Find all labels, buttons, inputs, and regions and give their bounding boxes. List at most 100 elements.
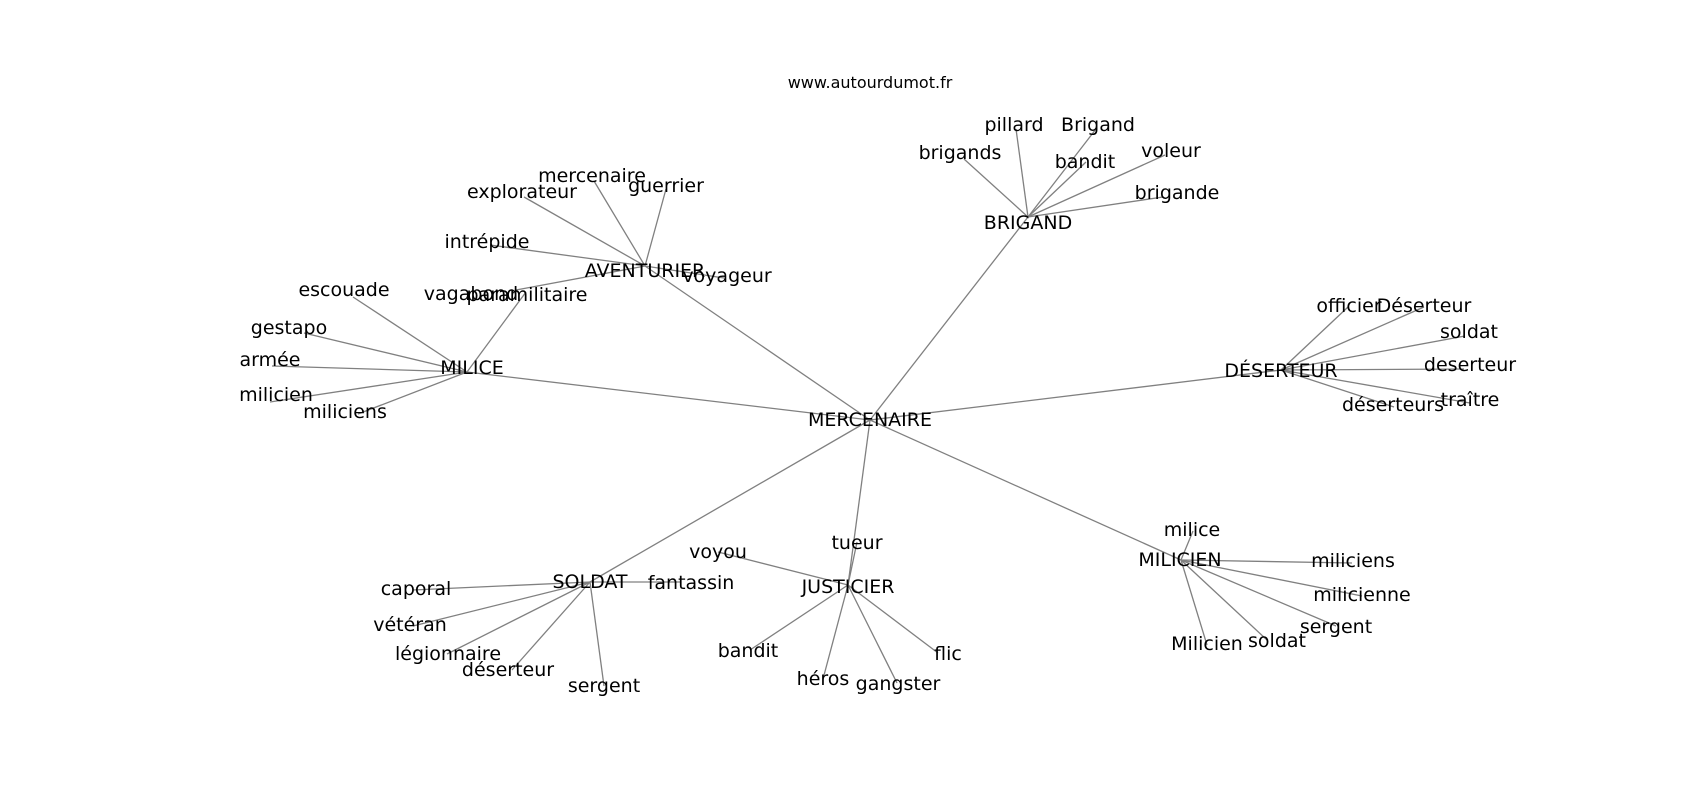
hub-label: JUSTICIER: [801, 576, 895, 598]
edge-hub-to-word: [1015, 128, 1029, 218]
edge-center-to-hub: [869, 216, 1029, 421]
word-label: mercenaire: [538, 165, 646, 187]
edge-hub-to-word: [1180, 559, 1208, 646]
edge-hub-to-word: [523, 196, 646, 267]
edge-hub-to-word: [1280, 369, 1471, 404]
edge-hub-to-word: [1180, 530, 1194, 561]
word-label: intrépide: [445, 231, 530, 253]
edge-hub-to-word: [1280, 306, 1425, 371]
edge-hub-to-word: [1280, 335, 1466, 371]
edge-hub-to-word: [847, 584, 939, 654]
word-label: déserteur: [462, 659, 554, 681]
edge-hub-to-word: [1027, 196, 1164, 218]
word-label: paramilitaire: [467, 284, 588, 306]
edge-hub-to-word: [352, 296, 468, 373]
edge-hub-to-word: [1180, 559, 1363, 597]
word-label: déserteurs: [1342, 394, 1444, 416]
word-label: guerrier: [628, 175, 704, 197]
edge-hub-to-word: [515, 265, 646, 291]
edge-hub-to-word: [593, 180, 646, 267]
edge-hub-to-word: [822, 584, 849, 680]
hub-label: SOLDAT: [552, 571, 627, 593]
word-label: traître: [1441, 389, 1500, 411]
edge-hub-to-word: [589, 581, 605, 687]
edge-hub-to-word: [303, 332, 468, 373]
edge-hub-to-word: [511, 581, 591, 671]
edge-hub-to-word: [1280, 306, 1349, 371]
hub-label: AVENTURIER: [585, 260, 706, 282]
word-label: gestapo: [251, 317, 327, 339]
edge-hub-to-word: [269, 371, 468, 403]
word-label: caporal: [381, 578, 452, 600]
edge-center-to-hub: [466, 371, 871, 421]
site-watermark: www.autourdumot.fr: [788, 73, 953, 92]
word-label: soldat: [1440, 321, 1498, 343]
word-label: tueur: [831, 532, 882, 554]
word-label: soldat: [1248, 630, 1306, 652]
edge-hub-to-word: [1180, 559, 1353, 564]
word-label: deserteur: [1424, 354, 1516, 376]
edge-hub-to-word: [717, 551, 849, 586]
word-label: voleur: [1141, 140, 1201, 162]
word-label: Déserteur: [1377, 295, 1472, 317]
edge-hub-to-word: [1180, 559, 1268, 641]
edge-hub-to-word: [1027, 161, 1087, 218]
hub-label: MILICE: [440, 357, 503, 379]
edge-hub-to-word: [1280, 369, 1395, 408]
word-label: milicienne: [1313, 584, 1411, 606]
word-label: vagabond: [424, 283, 518, 305]
word-label: sergent: [1300, 616, 1372, 638]
edge-hub-to-word: [1180, 559, 1337, 627]
edge-hub-to-word: [644, 265, 725, 279]
word-label: miliciens: [1311, 550, 1395, 572]
edge-hub-to-word: [489, 244, 646, 267]
word-label: brigands: [919, 142, 1002, 164]
word-label: explorateur: [467, 181, 577, 203]
edges-layer: [269, 128, 1471, 687]
edge-hub-to-word: [1027, 154, 1166, 218]
word-label: voyou: [689, 541, 747, 563]
edge-hub-to-word: [466, 291, 527, 373]
word-label: bandit: [1055, 151, 1116, 173]
word-label: escouade: [298, 279, 389, 301]
hub-label: DÉSERTEUR: [1224, 359, 1337, 382]
edge-center-to-hub: [869, 419, 1182, 561]
edge-hub-to-word: [412, 581, 591, 591]
edge-center-to-hub: [589, 419, 871, 583]
word-label: gangster: [856, 673, 941, 695]
word-label: Milicien: [1171, 633, 1243, 655]
edge-hub-to-word: [446, 581, 591, 655]
word-label: milicien: [239, 384, 313, 406]
word-label: officier: [1316, 295, 1381, 317]
labels-layer: pillard Brigand brigands bandit voleur brigan…: [239, 114, 1516, 697]
edge-hub-to-word: [963, 158, 1029, 218]
word-label: flic: [934, 643, 962, 665]
edge-center-to-hub: [869, 369, 1282, 421]
word-label: vétéran: [373, 614, 447, 636]
edge-hub-to-word: [847, 584, 898, 684]
word-label: sergent: [568, 675, 640, 697]
edge-hub-to-word: [847, 541, 858, 586]
word-label: fantassin: [648, 572, 735, 594]
word-label: miliciens: [303, 401, 387, 423]
word-label: armée: [239, 349, 300, 371]
edge-hub-to-word: [271, 365, 468, 373]
word-label: pillard: [984, 114, 1043, 136]
hub-label: MILICIEN: [1138, 549, 1221, 571]
edge-hub-to-word: [412, 581, 591, 627]
word-label: voyageur: [682, 265, 772, 287]
word-label: bandit: [718, 640, 779, 662]
edge-center-to-hub: [644, 265, 871, 421]
edge-hub-to-word: [357, 371, 468, 415]
edge-hub-to-word: [1027, 128, 1097, 218]
center-node-label: MERCENAIRE: [808, 409, 932, 431]
hub-label: BRIGAND: [984, 212, 1072, 234]
word-label: Brigand: [1061, 114, 1135, 136]
edge-hub-to-word: [1280, 368, 1465, 371]
word-label: milice: [1164, 519, 1220, 541]
word-label: héros: [797, 668, 850, 690]
word-label: légionnaire: [395, 643, 501, 665]
word-label: brigande: [1135, 182, 1220, 204]
